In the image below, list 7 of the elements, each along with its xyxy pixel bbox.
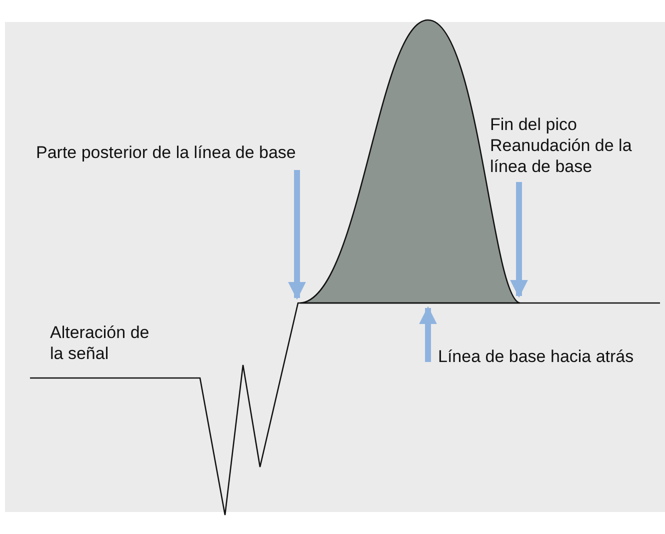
callout-text: Parte posterior de la línea de base: [36, 142, 356, 163]
callout-text: Línea de base hacia atrás: [424, 346, 648, 367]
leader-arrow: [419, 306, 437, 362]
callout-text: Fin del pico Reanudación de la línea de base: [490, 114, 650, 177]
leader-arrow: [510, 182, 528, 298]
annotation-text: Alteración de la señal: [50, 322, 150, 364]
leader-arrow: [288, 170, 306, 300]
